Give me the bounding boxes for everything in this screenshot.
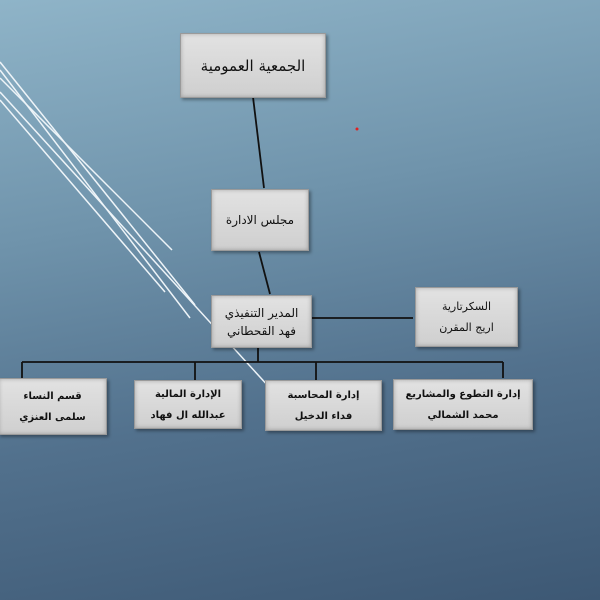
node-title: قسم النساء bbox=[23, 390, 82, 402]
node-title: إدارة المحاسبة bbox=[287, 389, 360, 401]
node-general-assembly[interactable]: الجمعية العمومية bbox=[180, 33, 326, 98]
node-title: السكرتارية bbox=[441, 300, 492, 313]
node-board[interactable]: مجلس الادارة bbox=[211, 189, 309, 251]
node-department[interactable]: الإدارة المالية عبدالله ال فهاد bbox=[134, 380, 242, 429]
node-title: مجلس الادارة bbox=[225, 213, 295, 227]
node-person: فداء الدخيل bbox=[294, 410, 353, 422]
node-person: سلمى العنزي bbox=[19, 411, 86, 423]
node-person: اريج المقرن bbox=[439, 321, 494, 334]
line-board-director bbox=[258, 251, 271, 295]
red-dot bbox=[355, 127, 359, 131]
node-executive-director[interactable]: المدير التنفيذي فهد القحطاني bbox=[211, 295, 312, 348]
node-person: فهد القحطاني bbox=[226, 323, 297, 338]
node-department[interactable]: قسم النساء سلمى العنزي bbox=[0, 378, 107, 435]
node-title: الجمعية العمومية bbox=[200, 56, 306, 75]
node-title: الإدارة المالية bbox=[154, 388, 222, 400]
node-department[interactable]: إدارة المحاسبة فداء الدخيل bbox=[265, 380, 382, 431]
node-title: إدارة التطوع والمشاريع bbox=[405, 388, 521, 400]
node-secretary[interactable]: السكرتارية اريج المقرن bbox=[415, 287, 518, 347]
node-person: محمد الشمالي bbox=[427, 409, 499, 421]
node-title: المدير التنفيذي bbox=[224, 305, 299, 320]
line-assembly-board bbox=[252, 96, 265, 189]
node-person: عبدالله ال فهاد bbox=[150, 409, 226, 421]
node-department[interactable]: إدارة التطوع والمشاريع محمد الشمالي bbox=[393, 379, 533, 430]
